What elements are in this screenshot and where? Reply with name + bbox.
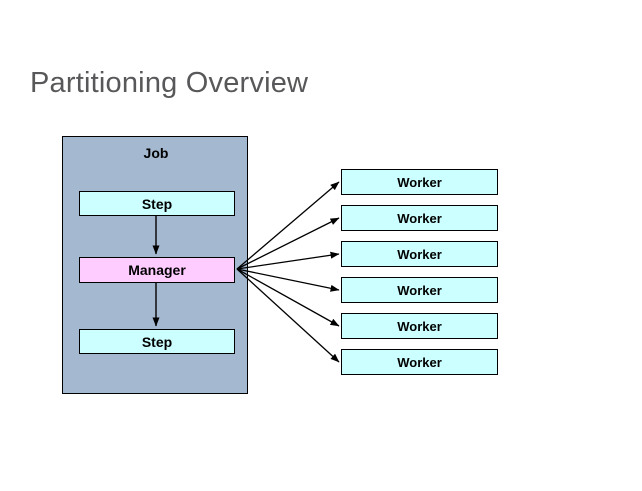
worker-box-3[interactable]: Worker	[341, 241, 498, 267]
connector-manager-to-worker-5	[236, 268, 340, 327]
page-title: Partitioning Overview	[30, 67, 309, 99]
connector-manager-to-worker-6	[236, 268, 340, 363]
worker-box-4[interactable]: Worker	[341, 277, 498, 303]
connector-manager-to-worker-1	[236, 181, 340, 270]
node-manager[interactable]: Manager	[79, 257, 235, 283]
node-step-1[interactable]: Step	[79, 191, 235, 216]
connector-manager-to-worker-2	[236, 217, 340, 270]
connector-manager-to-worker-3	[236, 251, 340, 270]
worker-box-1[interactable]: Worker	[341, 169, 498, 195]
node-step-2[interactable]: Step	[79, 329, 235, 354]
connector-manager-to-worker-4	[236, 268, 340, 292]
job-container[interactable]: Job Step Manager Step	[62, 136, 248, 394]
worker-box-5[interactable]: Worker	[341, 313, 498, 339]
worker-box-6[interactable]: Worker	[341, 349, 498, 375]
job-label: Job	[143, 145, 169, 161]
worker-box-2[interactable]: Worker	[341, 205, 498, 231]
